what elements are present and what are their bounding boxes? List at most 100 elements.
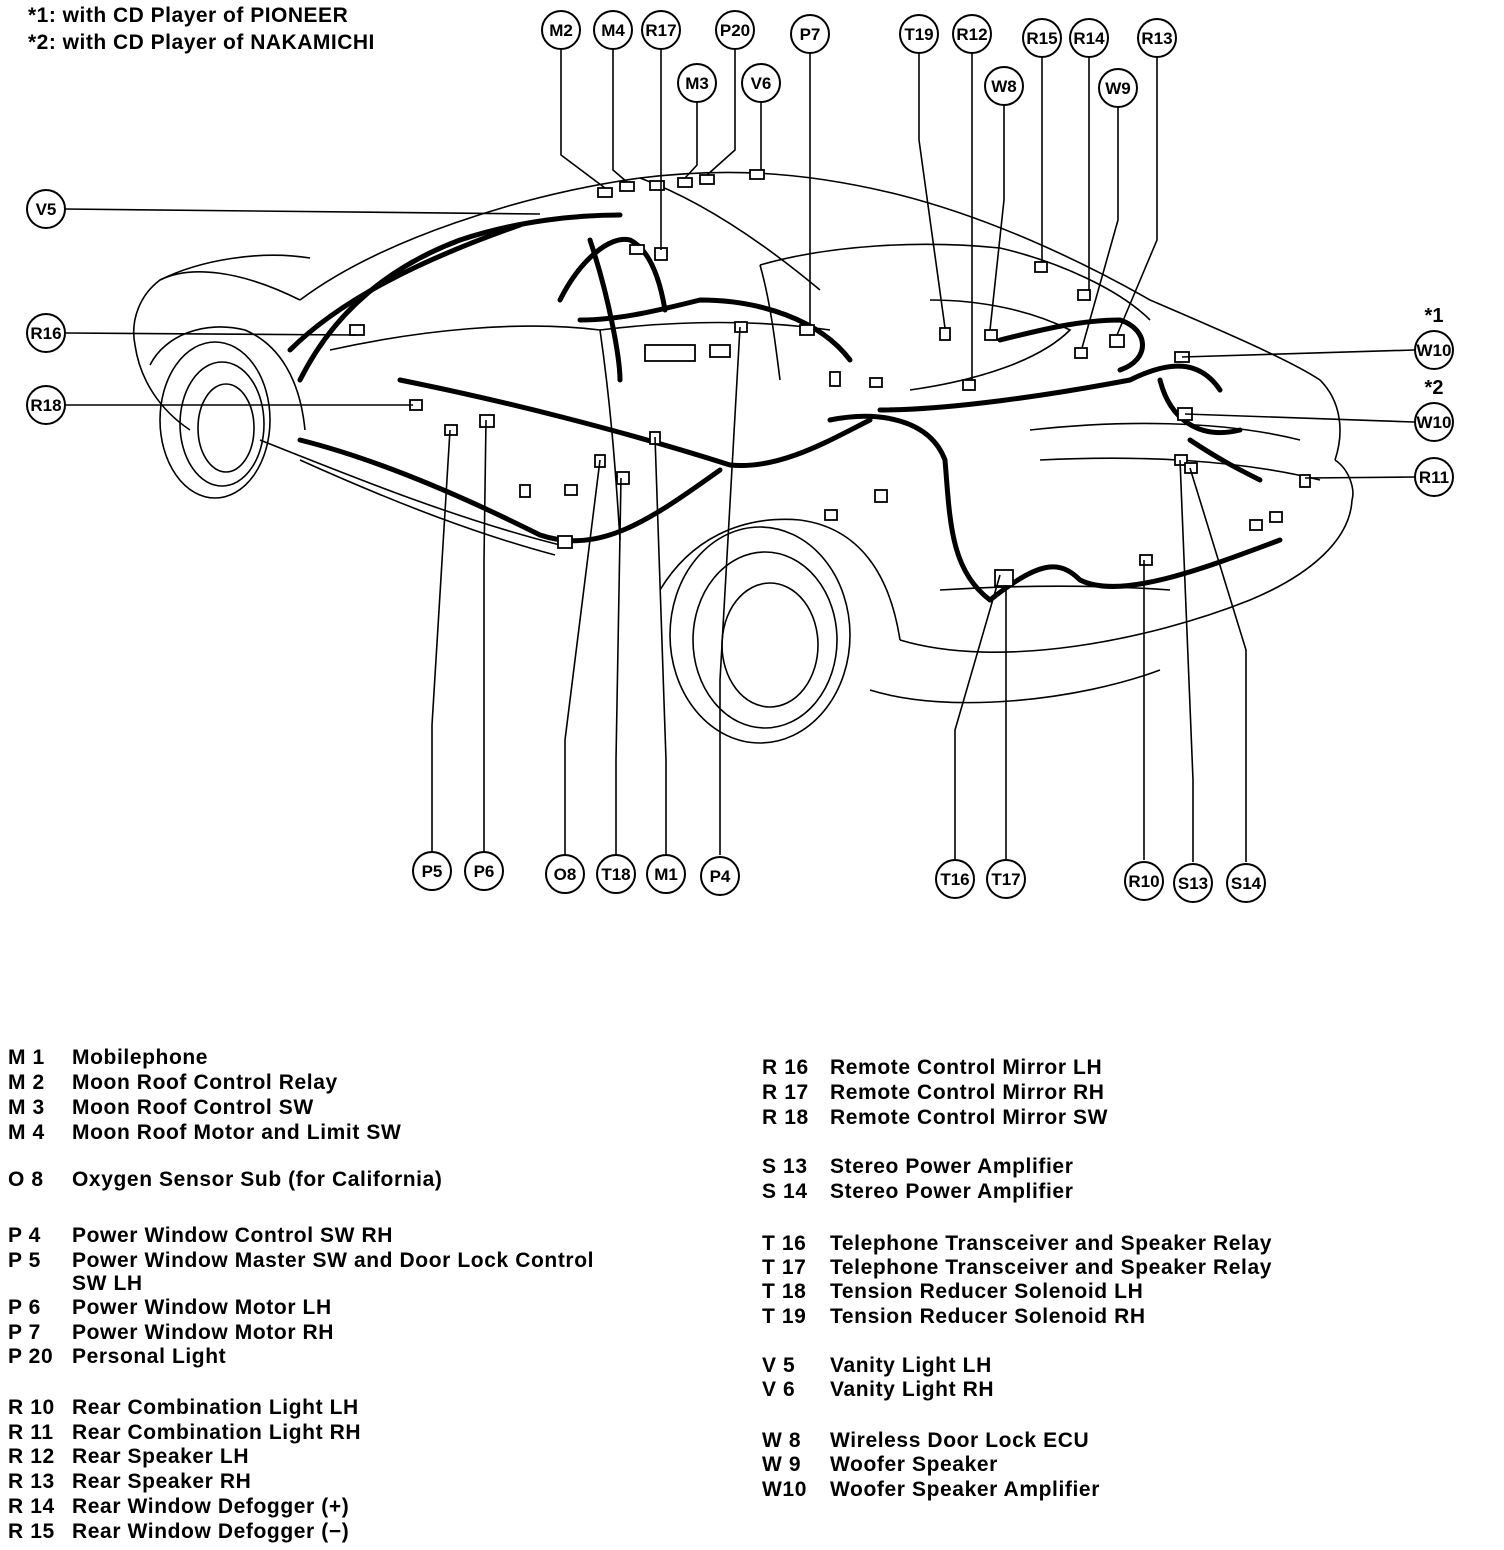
callout-w10-pioneer: W10	[1414, 330, 1454, 370]
legend-code: P 5	[8, 1249, 41, 1272]
legend-description: Tension Reducer Solenoid RH	[830, 1305, 1146, 1328]
callout-p20: P20	[715, 10, 755, 50]
legend-code: M 1	[8, 1046, 45, 1069]
legend-description: Power Window Master SW and Door Lock Con…	[72, 1249, 595, 1272]
legend-code: T 18	[762, 1280, 807, 1303]
legend-code: R 12	[8, 1445, 55, 1468]
callout-p6: P6	[464, 851, 504, 891]
legend-description: Woofer Speaker	[830, 1453, 998, 1476]
callout-o8: O8	[545, 854, 585, 894]
legend-code: P 4	[8, 1224, 41, 1247]
legend-code: M 4	[8, 1121, 45, 1144]
callout-r17: R17	[641, 10, 681, 50]
callout-m2: M2	[541, 10, 581, 50]
svg-text:S13: S13	[1178, 874, 1208, 893]
callout-w8: W8	[984, 66, 1024, 106]
callout-s13: S13	[1173, 863, 1213, 903]
legend-description: Rear Combination Light RH	[72, 1421, 362, 1444]
svg-text:V6: V6	[751, 74, 772, 93]
callout-m3: M3	[677, 63, 717, 103]
car-body-outline	[133, 171, 1354, 744]
svg-text:P20: P20	[720, 21, 750, 40]
legend-code: O 8	[8, 1168, 44, 1191]
callout-t18: T18	[596, 854, 636, 894]
variant-notes: *1: with CD Player of PIONEER *2: with C…	[28, 2, 375, 56]
callout-r15: R15	[1022, 18, 1062, 58]
svg-text:O8: O8	[554, 865, 577, 884]
legend-description: Vanity Light RH	[830, 1378, 995, 1401]
callout-r10: R10	[1124, 861, 1164, 901]
legend-description: Personal Light	[72, 1345, 227, 1368]
legend-code: R 13	[8, 1470, 55, 1493]
callout-r16: R16	[26, 313, 66, 353]
svg-text:V5: V5	[36, 200, 57, 219]
svg-text:T18: T18	[601, 865, 630, 884]
legend-code: S 14	[762, 1180, 808, 1203]
legend-code: P 7	[8, 1321, 41, 1344]
legend-description: Remote Control Mirror LH	[830, 1056, 1103, 1079]
wiring-harness-diagram: M2 M4 R17 P20 M3 V6 P7 T19 R12 R15 R14 R…	[26, 10, 1454, 903]
callout-p5: P5	[412, 851, 452, 891]
legend-description: Rear Window Defogger (−)	[72, 1520, 350, 1543]
legend-code: W10	[762, 1478, 807, 1501]
callout-m1: M1	[646, 854, 686, 894]
legend-code: R 10	[8, 1396, 55, 1419]
legend-code: R 18	[762, 1106, 809, 1129]
svg-text:R15: R15	[1026, 29, 1057, 48]
legend-description: Stereo Power Amplifier	[830, 1180, 1074, 1203]
callout-t19: T19	[899, 14, 939, 54]
legend-description: Rear Window Defogger (+)	[72, 1495, 350, 1518]
legend-code: W 8	[762, 1429, 802, 1452]
legend-description: Telephone Transceiver and Speaker Relay	[830, 1256, 1273, 1279]
callout-v6: V6	[741, 63, 781, 103]
legend-description: Woofer Speaker Amplifier	[830, 1478, 1100, 1501]
legend-code: R 15	[8, 1520, 55, 1543]
svg-text:P6: P6	[474, 862, 495, 881]
legend-description: Telephone Transceiver and Speaker Relay	[830, 1232, 1273, 1255]
svg-text:P5: P5	[422, 862, 443, 881]
svg-text:R12: R12	[956, 25, 987, 44]
callout-v5: V5	[26, 189, 66, 229]
legend-description: Remote Control Mirror RH	[830, 1081, 1105, 1104]
leader-lines	[63, 47, 1415, 862]
variant-mark-2: *2	[1425, 377, 1444, 399]
callout-r11: R11	[1414, 457, 1454, 497]
callout-w9: W9	[1098, 68, 1138, 108]
legend-code: V 5	[762, 1354, 796, 1377]
legend-description: Rear Speaker RH	[72, 1470, 252, 1493]
legend-description: Power Window Control SW RH	[72, 1224, 394, 1247]
svg-text:W10: W10	[1417, 413, 1452, 432]
callout-t17: T17	[986, 859, 1026, 899]
svg-text:R18: R18	[30, 396, 61, 415]
legend-description: Moon Roof Control Relay	[72, 1071, 338, 1094]
svg-text:M1: M1	[654, 865, 678, 884]
callout-r13: R13	[1137, 18, 1177, 58]
legend-description: Stereo Power Amplifier	[830, 1155, 1074, 1178]
svg-text:R14: R14	[1073, 29, 1105, 48]
callout-p7: P7	[790, 14, 830, 54]
legend-code: T 19	[762, 1305, 807, 1328]
legend-code: R 17	[762, 1081, 809, 1104]
legend-code: M 3	[8, 1096, 45, 1119]
callout-r18: R18	[26, 385, 66, 425]
svg-text:P4: P4	[710, 867, 731, 886]
legend-code: S 13	[762, 1155, 808, 1178]
callout-r14: R14	[1069, 18, 1109, 58]
callout-s14: S14	[1226, 863, 1266, 903]
callout-w10-nakamichi: W10	[1414, 402, 1454, 442]
legend-code: T 16	[762, 1232, 807, 1255]
legend-code: R 11	[8, 1421, 54, 1444]
legend-left-column: M 1 Mobilephone M 2 Moon Roof Control Relay…	[8, 1046, 708, 1546]
callout-r12: R12	[952, 14, 992, 54]
legend-description: Oxygen Sensor Sub (for California)	[72, 1168, 443, 1191]
legend-description: Mobilephone	[72, 1046, 209, 1069]
legend-code: M 2	[8, 1071, 45, 1094]
svg-text:M4: M4	[601, 21, 625, 40]
legend-description: Rear Speaker LH	[72, 1445, 250, 1468]
svg-text:R10: R10	[1128, 872, 1159, 891]
legend-description: Vanity Light LH	[830, 1354, 992, 1377]
svg-text:R13: R13	[1141, 29, 1172, 48]
legend-code: W 9	[762, 1453, 802, 1476]
svg-text:T17: T17	[991, 870, 1020, 889]
